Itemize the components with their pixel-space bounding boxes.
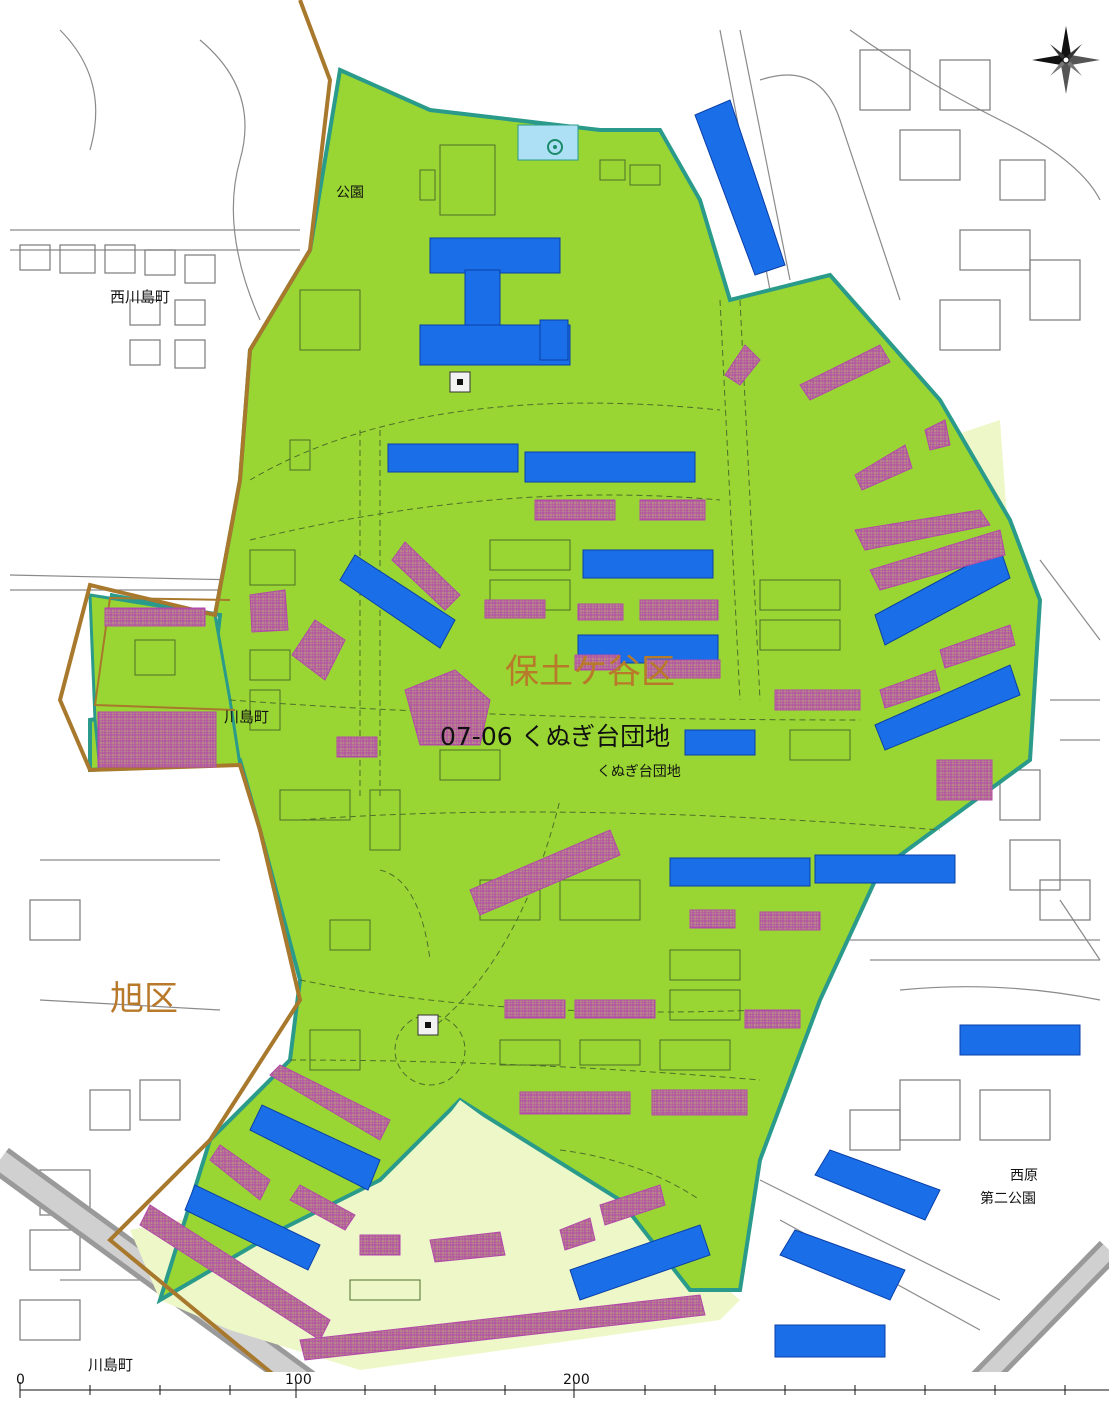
ward-label-hodogaya: 保土ケ谷区 bbox=[505, 652, 675, 692]
district-south-light bbox=[360, 1100, 610, 1320]
hatched-buildings[interactable] bbox=[97, 344, 1016, 1361]
park-label: 公園 bbox=[336, 185, 364, 201]
compass-rose-icon[interactable] bbox=[1032, 26, 1100, 94]
landmark-icon bbox=[449, 371, 471, 393]
town-label-kawashima-south: 川島町 bbox=[88, 1356, 133, 1374]
town-label-nishikawashima: 西川島町 bbox=[110, 288, 170, 306]
scale-label-0: 0 bbox=[16, 1372, 25, 1388]
estate-sublabel: くぬぎ台団地 bbox=[597, 764, 681, 780]
park-label-nishihara: 西原 bbox=[1010, 1168, 1038, 1184]
town-label-kawashima: 川島町 bbox=[224, 708, 269, 726]
ward-label-asahi: 旭区 bbox=[110, 979, 178, 1019]
park-label-second: 第二公園 bbox=[980, 1190, 1036, 1207]
blue-buildings[interactable] bbox=[184, 99, 1081, 1358]
scale-label-200: 200 bbox=[563, 1372, 590, 1388]
street-lines bbox=[9, 29, 1101, 1331]
estate-label: 07-06 くぬぎ台団地 bbox=[440, 722, 670, 751]
ward-boundary bbox=[57, 0, 333, 1382]
scale-label-100: 100 bbox=[285, 1372, 312, 1388]
scale-bar: 0 100 200 bbox=[0, 1372, 1109, 1423]
pond-icon bbox=[517, 124, 579, 161]
internal-paths bbox=[229, 299, 941, 1201]
landmark-icon bbox=[417, 1014, 439, 1036]
ward-boundary-inner bbox=[93, 596, 236, 711]
